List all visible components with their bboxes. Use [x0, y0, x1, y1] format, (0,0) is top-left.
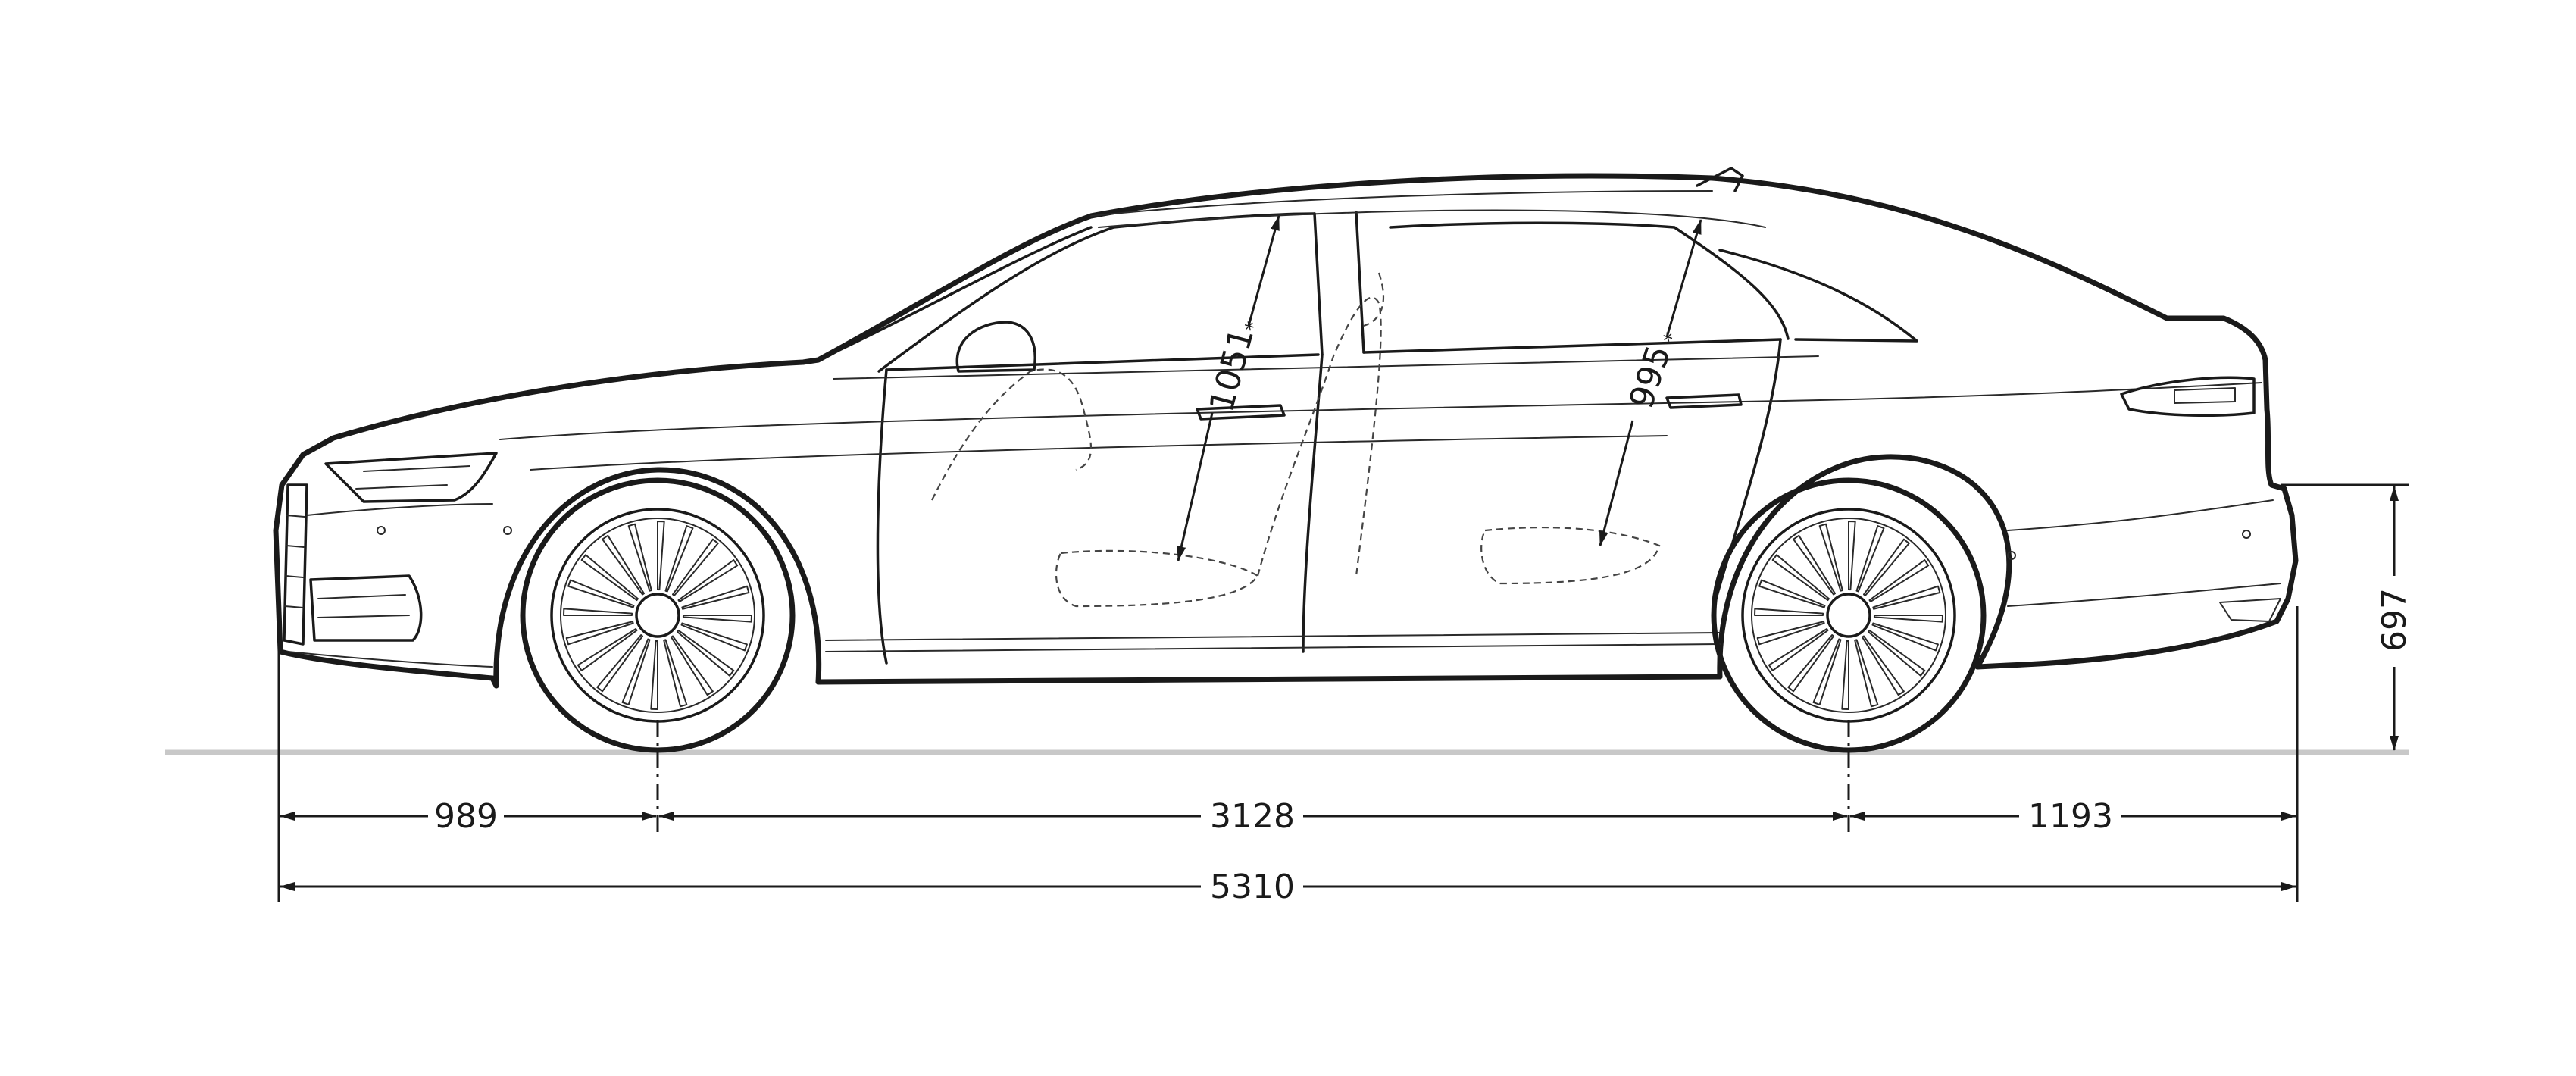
wheel-spoke: [1868, 559, 1930, 602]
wheel-spoke: [650, 640, 658, 710]
wheel-spoke: [682, 615, 752, 623]
wheel-spoke: [1868, 629, 1926, 677]
wheel-spoke: [577, 628, 638, 671]
wheel-spoke: [602, 534, 645, 596]
wheel-spoke: [1787, 634, 1835, 693]
rear-overhang-label: 1193: [2028, 797, 2113, 836]
car-outline: [273, 167, 2299, 689]
wheel-spoke: [1771, 554, 1830, 602]
rear-wheel: [1711, 477, 1987, 753]
wheel-spoke: [1818, 523, 1843, 592]
wheel-spoke: [1854, 639, 1879, 708]
wheel-spoke: [664, 525, 694, 593]
front-headroom-label: 1051: [1202, 324, 1261, 416]
wheelbase-label: 3128: [1210, 797, 1295, 836]
wheel-spoke: [1756, 621, 1825, 646]
wheel-spoke: [1754, 608, 1824, 616]
wheel-spoke: [1758, 579, 1826, 608]
rear-headroom-dimension: 995 *: [1599, 219, 1702, 546]
wheel-spoke: [677, 629, 735, 677]
overall-length-label: 5310: [1210, 868, 1295, 906]
front-headroom-dimension: 1051 *: [1177, 215, 1280, 561]
overall-length-dimension: 5310: [280, 868, 2296, 906]
wheel-spoke: [565, 621, 634, 646]
wheel-spoke: [657, 521, 665, 591]
rear-height-label: 697: [2375, 588, 2414, 652]
wheel-spoke: [621, 638, 651, 705]
rear-overhang-dimension: 1193: [1849, 797, 2296, 836]
wheel-spoke: [1848, 521, 1856, 591]
wheelbase-dimension: 3128: [658, 797, 1848, 836]
interior-seats: [931, 272, 1661, 608]
front-overhang-label: 989: [434, 797, 498, 836]
front-wheel: [520, 477, 796, 753]
wheel-spoke: [1862, 538, 1910, 596]
front-overhang-dimension: 989: [280, 797, 657, 836]
wheel-spoke: [680, 622, 748, 652]
wheel-spoke: [1873, 615, 1943, 623]
wheel-spoke: [1855, 525, 1885, 593]
wheel-spoke: [681, 585, 750, 610]
wheel-spoke: [1768, 628, 1829, 671]
wheel-spoke: [1872, 585, 1941, 610]
wheel-spoke: [1871, 622, 1939, 652]
wheel-spoke: [677, 559, 739, 602]
wheel-spoke: [1862, 635, 1905, 696]
wheel-spoke: [567, 579, 635, 608]
wheel-spoke: [671, 635, 714, 696]
wheel-spoke: [580, 554, 639, 602]
wheel-spoke: [663, 639, 688, 708]
wheel-spoke: [671, 538, 719, 596]
wheel-spoke: [627, 523, 652, 592]
wheel-spoke: [1793, 534, 1836, 596]
wheel-spoke: [563, 608, 633, 616]
wheel-spoke: [596, 634, 644, 693]
rear-height-dimension: 697: [2375, 486, 2414, 751]
wheel-spoke: [1841, 640, 1849, 710]
wheel-spoke: [1812, 638, 1842, 705]
